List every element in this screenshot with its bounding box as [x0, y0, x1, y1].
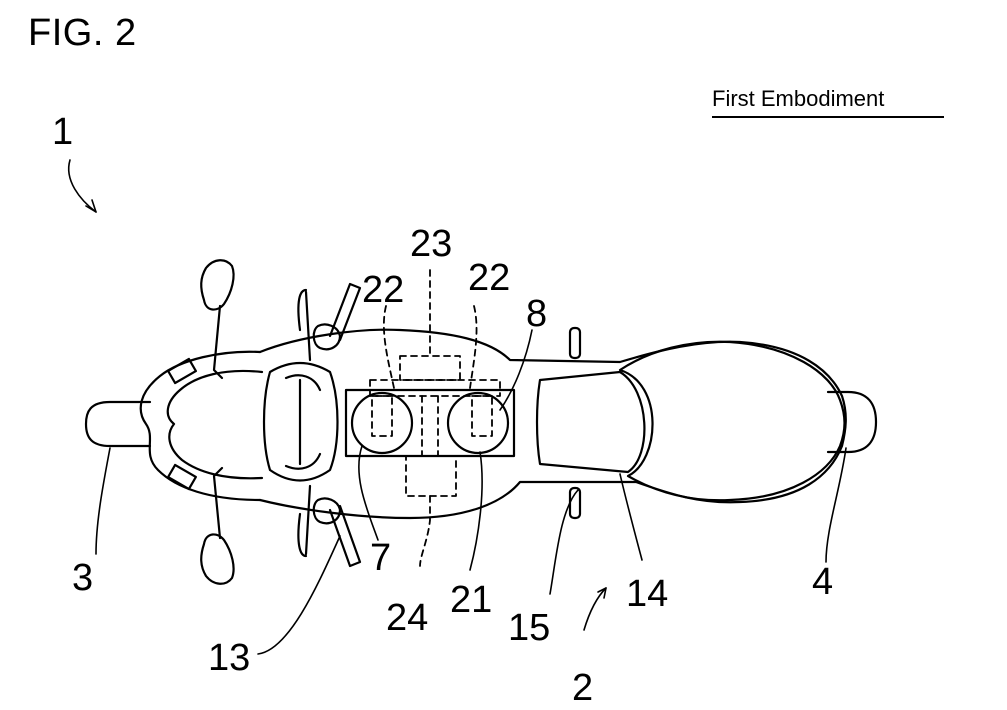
fuel-tank-front [535, 370, 646, 474]
handlebar-lower [297, 484, 362, 568]
leader-3 [95, 447, 111, 555]
cylinder-right [446, 391, 510, 455]
ref-14: 14 [626, 573, 668, 615]
front-wheel-outline [84, 400, 152, 448]
ref-15: 15 [508, 607, 550, 649]
handle-grip-lower [312, 497, 342, 525]
ref-4: 4 [812, 561, 833, 603]
leader-4 [825, 447, 847, 563]
body-frame-outline [258, 328, 847, 520]
fork-detail [284, 374, 322, 470]
leader-15 [549, 489, 579, 595]
hidden-components [369, 269, 501, 567]
leader-1 [67, 159, 97, 213]
embodiment-caption: First Embodiment [712, 86, 944, 118]
ref-3: 3 [72, 557, 93, 599]
handlebar-upper [297, 282, 362, 362]
ref-13: 13 [208, 637, 250, 679]
ref-23: 23 [410, 223, 452, 265]
leader-14 [619, 473, 643, 561]
leader-2 [583, 587, 607, 631]
ref-7: 7 [370, 537, 391, 579]
front-fork-area [262, 362, 339, 482]
leader-7 [358, 445, 379, 541]
leader-8 [499, 329, 533, 411]
ref-8: 8 [526, 293, 547, 335]
leader-21 [469, 451, 483, 571]
ref-1: 1 [52, 111, 73, 153]
footrest-upper [568, 326, 582, 360]
handle-grip-upper [312, 323, 342, 351]
ref-22-right: 22 [468, 257, 510, 299]
ref-22-left: 22 [362, 269, 404, 311]
leader-2-arrow [597, 587, 607, 599]
leader-1-arrow [85, 199, 97, 213]
front-cowl-inner [166, 369, 264, 480]
ref-24: 24 [386, 597, 428, 639]
leader-13 [257, 535, 341, 655]
front-turn-signal-lower [167, 463, 197, 491]
ref-2: 2 [572, 667, 593, 709]
mirror-upper [200, 259, 235, 380]
rear-wheel-outline [826, 390, 878, 454]
front-turn-signal-upper [167, 357, 197, 385]
mirror-lower [200, 466, 235, 585]
cylinder-left [350, 391, 414, 455]
figure-title: FIG. 2 [28, 12, 137, 54]
ref-21: 21 [450, 579, 492, 621]
leader-lines [67, 159, 847, 655]
seat [618, 340, 846, 502]
